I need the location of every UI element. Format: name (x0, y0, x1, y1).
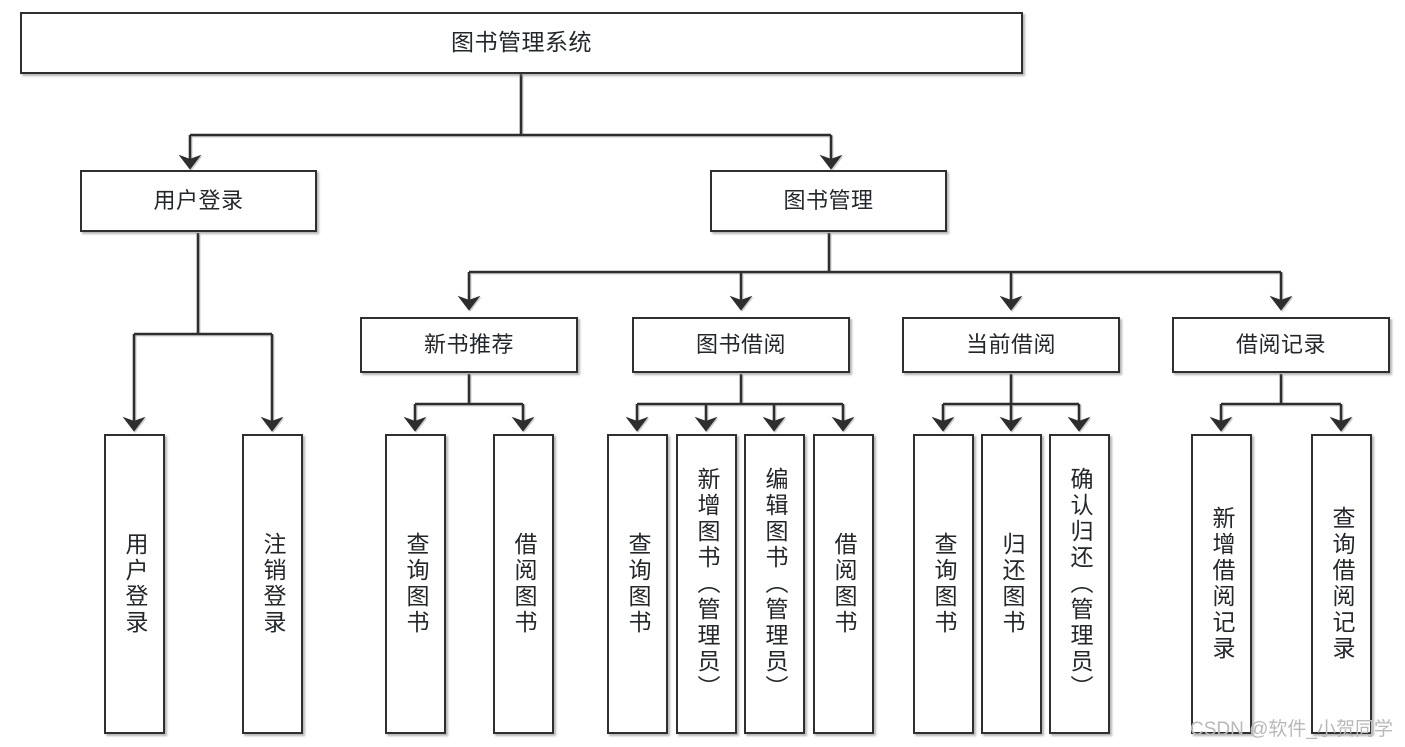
node-leaf-query-book-2-label: 查询图书 (625, 532, 651, 636)
node-leaf-return-book[interactable]: 归还图书 (981, 434, 1042, 734)
node-book-manage[interactable]: 图书管理 (710, 170, 947, 232)
node-leaf-query-book-2[interactable]: 查询图书 (607, 434, 668, 734)
node-current-borrow-label: 当前借阅 (965, 332, 1056, 358)
node-leaf-edit-book[interactable]: 编辑图书（管理员） (744, 434, 805, 734)
node-book-manage-label: 图书管理 (783, 188, 874, 214)
node-new-book-recommend[interactable]: 新书推荐 (360, 317, 578, 373)
node-leaf-query-book-1[interactable]: 查询图书 (385, 434, 446, 734)
node-leaf-query-record-label: 查询借阅记录 (1329, 506, 1355, 662)
node-leaf-confirm-return[interactable]: 确认归还（管理员） (1049, 434, 1110, 734)
node-leaf-return-book-label: 归还图书 (999, 532, 1025, 636)
node-leaf-logout-label: 注销登录 (260, 532, 286, 636)
node-leaf-borrow-book-2[interactable]: 借阅图书 (813, 434, 874, 734)
node-root[interactable]: 图书管理系统 (20, 12, 1023, 74)
node-leaf-query-book-1-label: 查询图书 (403, 532, 429, 636)
node-leaf-borrow-book-1-label: 借阅图书 (511, 532, 537, 636)
node-leaf-logout[interactable]: 注销登录 (242, 434, 303, 734)
node-book-borrow-label: 图书借阅 (695, 332, 786, 358)
node-leaf-borrow-book-1[interactable]: 借阅图书 (493, 434, 554, 734)
node-leaf-borrow-book-2-label: 借阅图书 (831, 532, 857, 636)
node-current-borrow[interactable]: 当前借阅 (902, 317, 1120, 373)
node-borrow-record[interactable]: 借阅记录 (1172, 317, 1390, 373)
node-leaf-add-book[interactable]: 新增图书（管理员） (676, 434, 737, 734)
node-new-book-recommend-label: 新书推荐 (423, 332, 514, 358)
node-leaf-confirm-return-label: 确认归还（管理员） (1067, 467, 1093, 701)
node-leaf-query-book-3[interactable]: 查询图书 (913, 434, 974, 734)
node-leaf-query-book-3-label: 查询图书 (931, 532, 957, 636)
node-user-login-label: 用户登录 (153, 188, 244, 214)
node-user-login[interactable]: 用户登录 (80, 170, 317, 232)
node-leaf-add-record[interactable]: 新增借阅记录 (1191, 434, 1252, 734)
node-leaf-user-login-label: 用户登录 (122, 532, 148, 636)
node-leaf-edit-book-label: 编辑图书（管理员） (762, 467, 788, 701)
node-leaf-user-login[interactable]: 用户登录 (104, 434, 165, 734)
node-leaf-add-book-label: 新增图书（管理员） (694, 467, 720, 701)
node-book-borrow[interactable]: 图书借阅 (632, 317, 850, 373)
node-borrow-record-label: 借阅记录 (1235, 332, 1326, 358)
node-leaf-add-record-label: 新增借阅记录 (1209, 506, 1235, 662)
node-leaf-query-record[interactable]: 查询借阅记录 (1311, 434, 1372, 734)
node-root-label: 图书管理系统 (451, 29, 592, 56)
